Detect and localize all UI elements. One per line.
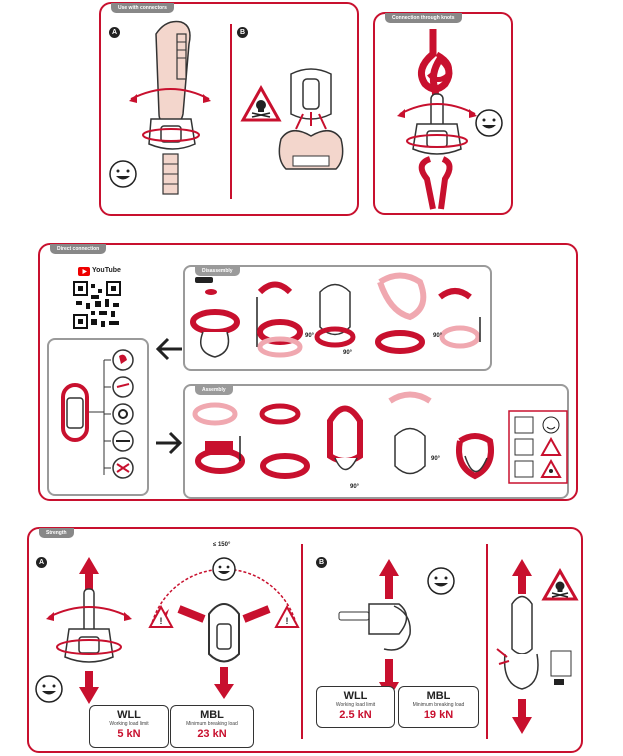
wll-box: WLL Working load limit 5 kN — [89, 705, 169, 748]
svg-text:!: ! — [160, 616, 163, 626]
knots-title: Connection through knots — [385, 13, 462, 23]
assembly-steps-illustration — [192, 391, 494, 480]
max-angle-label: ≤ 150° — [213, 542, 231, 548]
mbl-title: MBL — [200, 709, 224, 721]
assembly-title: Assembly — [195, 385, 233, 395]
angle-label: 90° — [305, 333, 315, 339]
skull-warning-icon — [240, 84, 282, 122]
compatible-uses-box — [47, 338, 149, 496]
connectors-title: Use with connectors — [111, 3, 174, 13]
smiley-icon — [427, 567, 455, 595]
smiley-icon — [35, 675, 63, 703]
youtube-label: YouTube — [92, 267, 121, 274]
knots-panel: Connection through knots — [373, 12, 513, 215]
wll-title: WLL — [117, 709, 141, 721]
letter-b: B — [316, 557, 327, 568]
strength-divider — [301, 544, 303, 739]
angle-label: 90° — [431, 456, 441, 462]
letter-a: A — [36, 557, 47, 568]
smiley-icon — [475, 109, 503, 137]
wll-value: 2.5 kN — [339, 709, 372, 721]
angle-label: 90° — [343, 350, 353, 356]
angle-label: 90° — [433, 333, 443, 339]
skull-warning-icon — [541, 567, 579, 601]
mbl-box: MBL Minimum breaking load 19 kN — [398, 686, 479, 728]
disassembly-title: Disassembly — [195, 266, 240, 276]
letter-b: B — [237, 27, 248, 38]
svg-text:!: ! — [286, 616, 289, 626]
smiley-icon — [212, 557, 236, 581]
mbl-box: MBL Minimum breaking load 23 kN — [170, 705, 254, 748]
carabiner-connector-illustration — [129, 20, 211, 195]
strength-panel: Strength A B ! ! ≤ 150° — [27, 527, 583, 753]
wll-value: 5 kN — [117, 728, 141, 740]
arrow-icon — [156, 431, 183, 455]
mbl-title: MBL — [426, 690, 451, 702]
direct-connection-panel: Direct connection YouTube — [38, 243, 578, 501]
mbl-value: 23 kN — [197, 728, 227, 740]
youtube-icon — [78, 267, 90, 276]
assembly-box: Assembly 90° 90° — [183, 384, 569, 499]
mbl-subtitle: Minimum breaking load — [186, 721, 238, 727]
swivel-product-illustration — [61, 349, 134, 479]
wll-title: WLL — [343, 690, 368, 702]
strength-divider-2 — [486, 544, 488, 739]
disassembly-steps-illustration — [190, 272, 481, 358]
disassembly-box: Disassembly 90° 90° 90° — [183, 265, 492, 371]
wll-subtitle: Working load limit — [335, 702, 376, 708]
wll-box: WLL Working load limit 2.5 kN — [316, 686, 395, 728]
mbl-value: 19 kN — [423, 709, 454, 721]
angle-label: 90° — [350, 484, 360, 490]
wrong-use-illustration — [496, 559, 572, 734]
arrow-icon — [155, 337, 182, 361]
connectors-divider — [230, 24, 232, 199]
qr-code-icon — [73, 281, 121, 329]
letter-a: A — [109, 27, 120, 38]
knot-connection-illustration — [397, 29, 477, 210]
wll-subtitle: Working load limit — [109, 721, 149, 727]
connectors-panel: Use with connectors A B — [99, 2, 359, 216]
check-grid-illustration — [508, 410, 568, 484]
swivel-load-illustration — [46, 557, 132, 704]
angle-load-illustration: ! ! — [148, 568, 300, 699]
pin-load-illustration — [338, 559, 411, 699]
strength-title: Strength — [39, 528, 74, 538]
wrong-connector-illustration — [278, 68, 344, 170]
mbl-subtitle: Minimum breaking load — [412, 702, 465, 708]
smiley-icon — [109, 160, 137, 188]
direct-connection-title: Direct connection — [50, 244, 107, 254]
